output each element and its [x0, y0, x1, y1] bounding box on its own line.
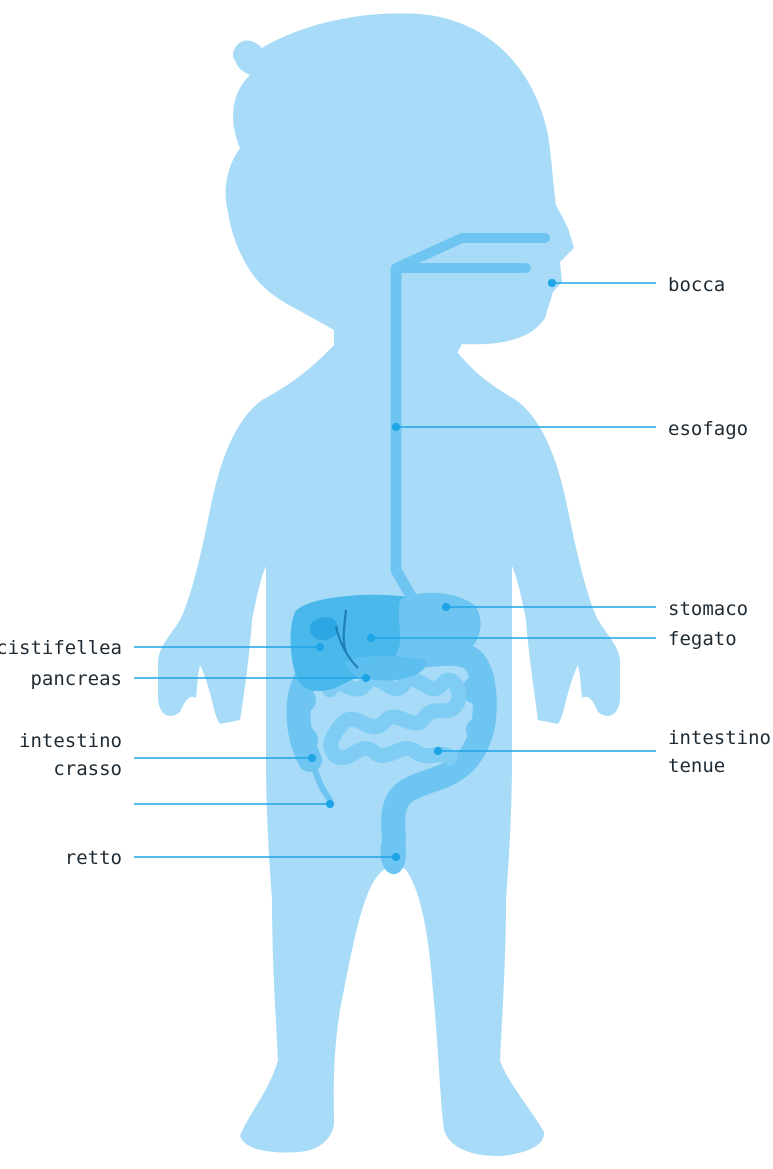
label-fegato: fegato: [668, 628, 737, 650]
child-silhouette: [158, 13, 620, 1156]
label-retto: retto: [65, 847, 122, 869]
label-bocca: bocca: [668, 274, 725, 296]
label-stomaco: stomaco: [668, 598, 748, 620]
label-pancreas: pancreas: [30, 668, 122, 690]
label-intestino-crasso-line-1: intestino: [19, 730, 122, 752]
label-intestino-tenue-line-1: intestino: [668, 727, 771, 749]
label-cistifellea: cistifellea: [0, 637, 122, 659]
label-intestino-tenue-line-2: tenue: [668, 755, 725, 777]
label-intestino-crasso-line-2: crasso: [53, 758, 122, 780]
label-esofago: esofago: [668, 418, 748, 440]
